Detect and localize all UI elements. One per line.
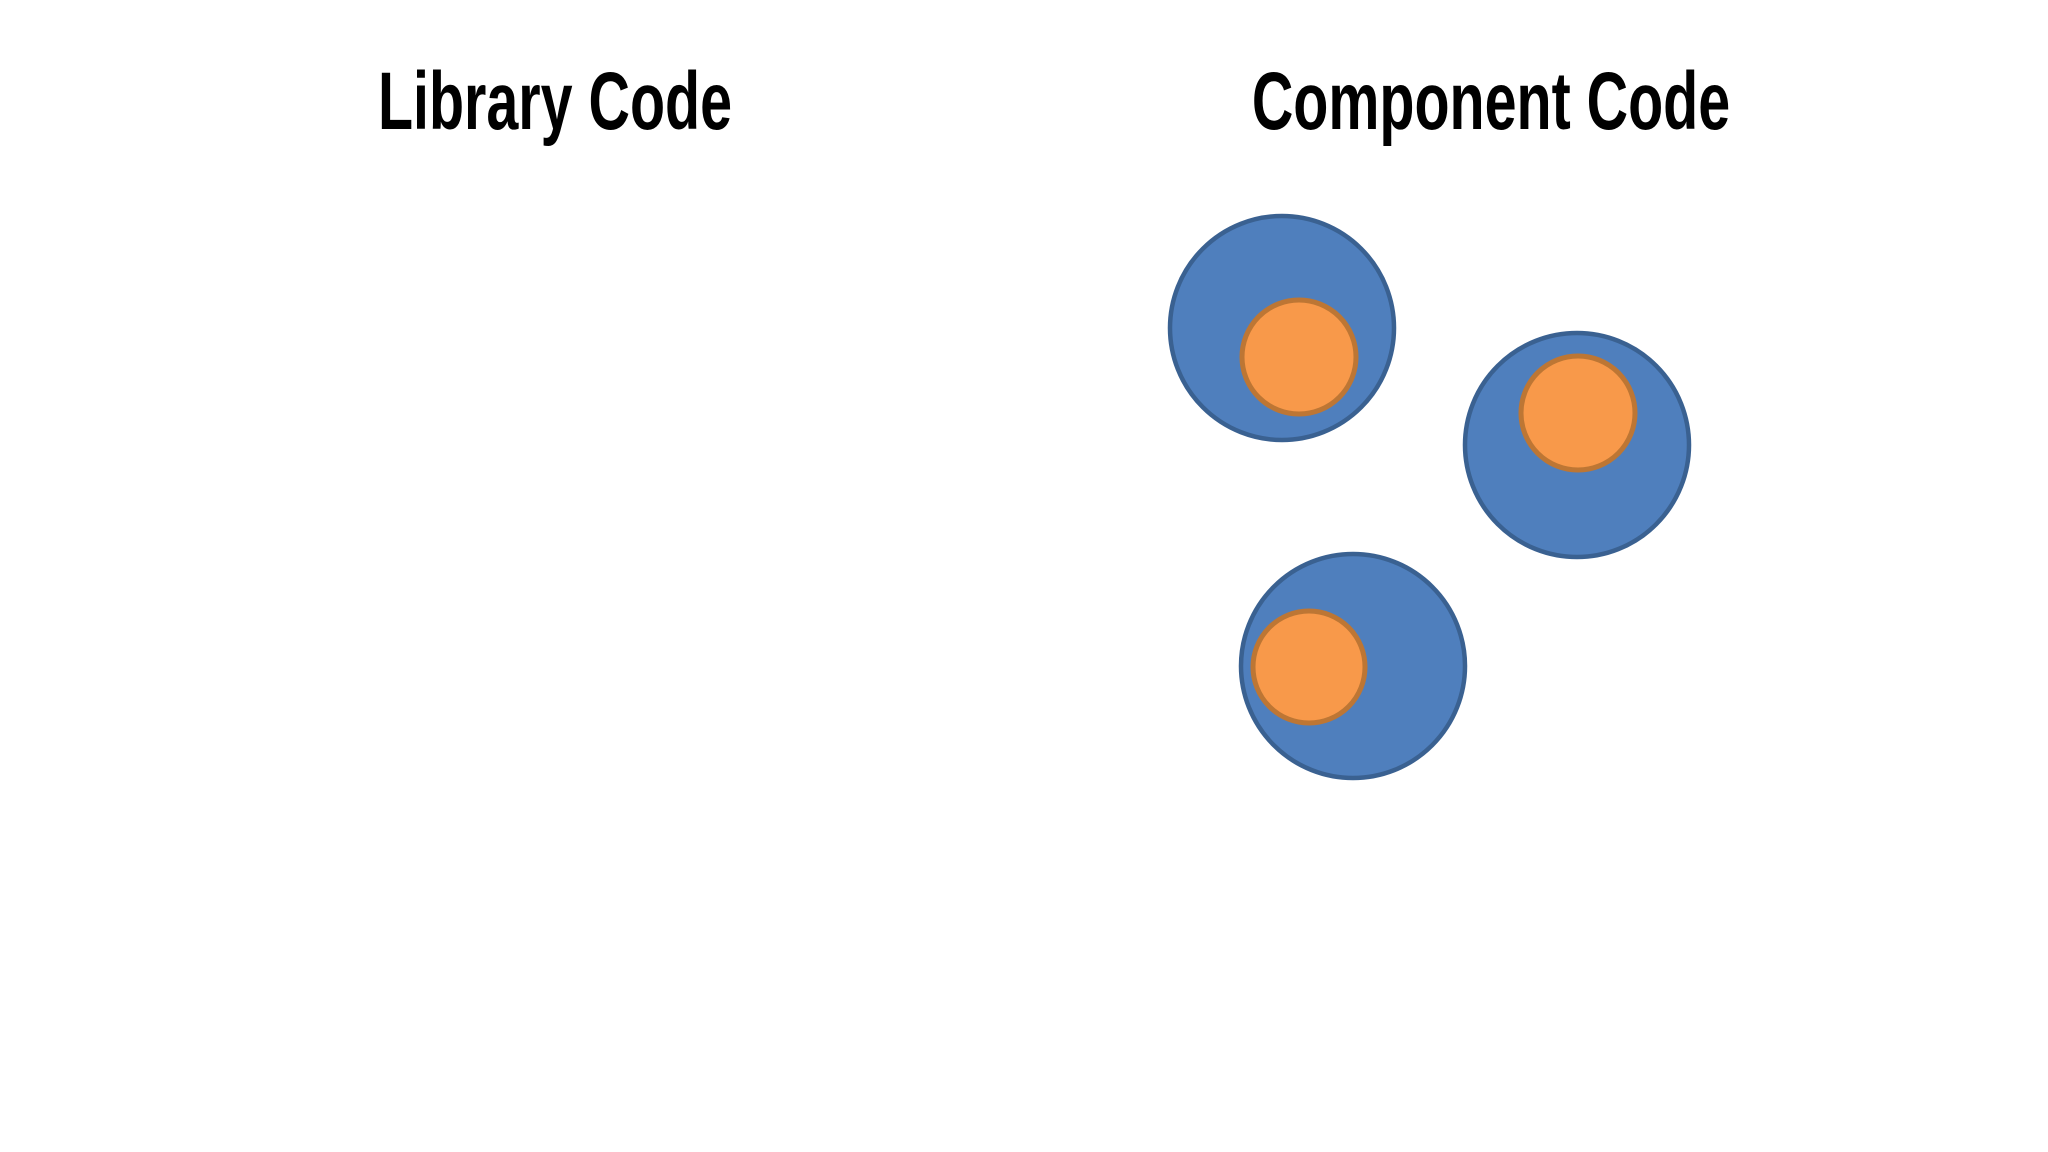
component-circle-2 bbox=[1462, 330, 1692, 560]
component-circle-1 bbox=[1167, 213, 1397, 443]
library-code-title: Library Code bbox=[377, 56, 733, 147]
library-circle bbox=[1518, 353, 1638, 473]
component-circle-3 bbox=[1238, 551, 1468, 781]
library-circle bbox=[1239, 297, 1359, 417]
library-circle bbox=[1250, 608, 1368, 726]
component-code-title: Component Code bbox=[1251, 56, 1731, 147]
